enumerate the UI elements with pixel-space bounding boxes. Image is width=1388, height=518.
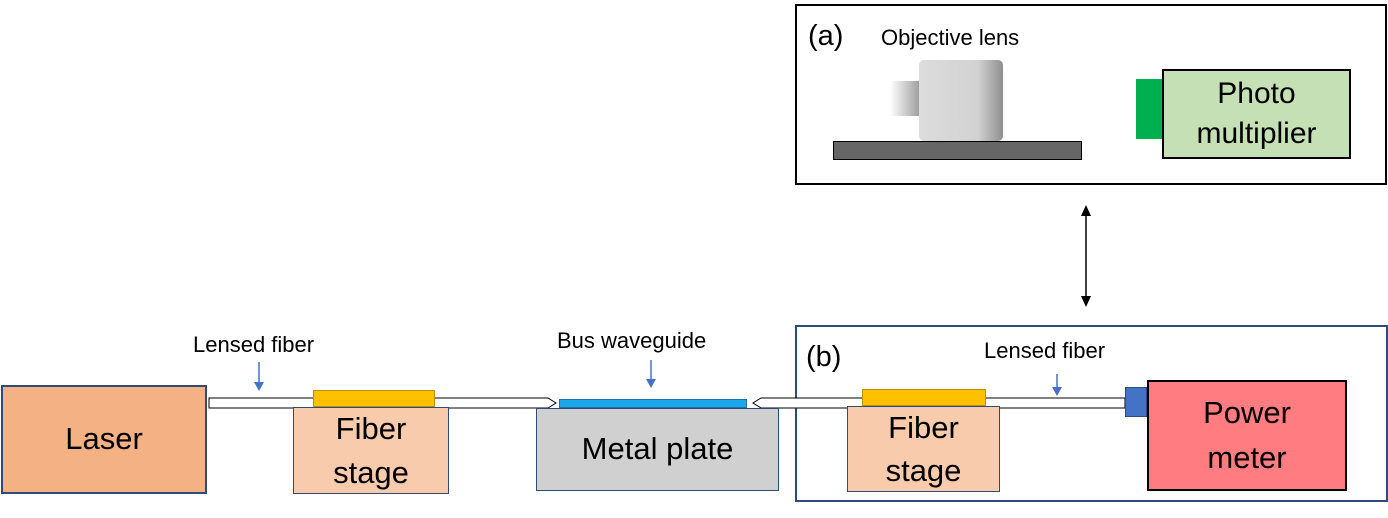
fiber-stage-right: Fiber stage (847, 406, 1000, 492)
panel-a-tag: (a) (808, 20, 844, 52)
photo-multiplier-label-line2: multiplier (1196, 117, 1317, 150)
panel-b-frame (795, 325, 1388, 502)
power-meter-connector (1125, 387, 1147, 417)
lensed-fiber-right-label: Lensed fiber (984, 338, 1106, 363)
microscope-stage (833, 141, 1082, 160)
laser: Laser (1, 385, 207, 494)
bus-waveguide-label: Bus waveguide (557, 328, 707, 353)
objective-lens-tip (890, 81, 921, 116)
objective-lens-label: Objective lens (881, 25, 1020, 50)
fiber-stage-right-label-line2: stage (885, 453, 962, 488)
photo-multiplier-label-line1: Photo (1217, 76, 1296, 110)
pointer-bus-waveguide-head (646, 379, 656, 388)
laser-label: Laser (65, 421, 143, 457)
power-meter-label-line2: meter (1207, 439, 1287, 475)
metal-plate: Metal plate (536, 408, 779, 491)
objective-lens-body (919, 60, 1003, 141)
panel-a-frame (795, 4, 1387, 185)
bus-waveguide (559, 399, 747, 408)
pointer-lensed-fiber-right-head (1052, 387, 1062, 396)
fiber-stage-left: Fiber stage (293, 407, 449, 494)
power-meter: Power meter (1147, 380, 1347, 491)
panel-b-tag: (b) (806, 341, 842, 373)
power-meter-label-line1: Power (1203, 394, 1291, 430)
switch-arrow-head-up (1081, 205, 1091, 216)
fiber-stage-left-label-line1: Fiber (335, 411, 407, 447)
fiber-stage-left-label-line2: stage (333, 454, 409, 490)
switch-arrow-head-down (1081, 296, 1091, 307)
lensed-fiber-left-label: Lensed fiber (193, 332, 315, 357)
pointer-lensed-fiber-left-head (254, 382, 264, 391)
fiber-stage-right-label-line1: Fiber (888, 409, 959, 445)
photo-multiplier: Photo multiplier (1162, 69, 1351, 159)
fiber-clamp-left (313, 390, 435, 407)
photo-multiplier-connector (1136, 79, 1162, 139)
fiber-clamp-right (862, 389, 986, 406)
metal-plate-label: Metal plate (581, 431, 734, 467)
